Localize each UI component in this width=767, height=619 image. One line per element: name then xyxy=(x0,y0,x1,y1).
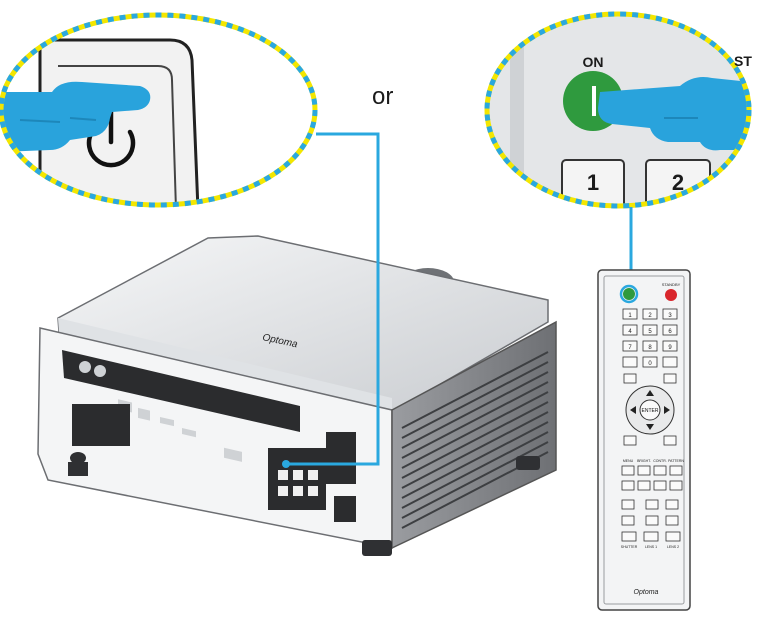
remote-dpad: ENTER xyxy=(623,373,677,446)
zoom-key-1-label: 1 xyxy=(587,170,599,195)
svg-text:LENS 2: LENS 2 xyxy=(667,545,679,549)
remote-numeric-keys: 1 2 3 4 5 6 7 8 9 0 xyxy=(622,308,678,368)
projector-keypad xyxy=(268,448,326,510)
svg-text:3: 3 xyxy=(668,313,672,319)
remote-on-button xyxy=(623,288,635,300)
svg-text:6: 6 xyxy=(668,329,672,335)
svg-text:MENU: MENU xyxy=(623,459,634,463)
pressing-hand-icon xyxy=(1,81,151,152)
zoom-callout-projector-power xyxy=(0,12,318,208)
remote-small-labels: MENU BRIGHT. CONTR. PATTERN SHUTTER LENS… xyxy=(621,459,685,549)
svg-text:4: 4 xyxy=(628,329,632,335)
projector-illustration: Optoma xyxy=(37,235,557,556)
zoom-on-label: ON xyxy=(583,54,604,70)
zoom-standby-label-partial: ST xyxy=(734,53,752,69)
svg-text:LENS 1: LENS 1 xyxy=(645,545,657,549)
zoom-callout-remote-on xyxy=(484,11,752,209)
side-vents xyxy=(401,351,549,529)
back-vents xyxy=(72,404,356,484)
svg-text:SHUTTER: SHUTTER xyxy=(621,545,638,549)
pressing-hand-icon xyxy=(598,77,749,151)
svg-text:CONTR.: CONTR. xyxy=(653,459,666,463)
projector-feet xyxy=(68,452,540,556)
remote-control: STANDBY 1 2 3 4 5 6 7 8 9 0 ENT xyxy=(597,269,691,611)
remote-logo: Optoma xyxy=(634,589,659,596)
or-label: or xyxy=(372,83,393,110)
svg-text:8: 8 xyxy=(648,345,652,351)
remote-standby-button xyxy=(665,289,677,301)
svg-text:BRIGHT.: BRIGHT. xyxy=(637,459,651,463)
svg-text:PATTERN: PATTERN xyxy=(668,459,684,463)
svg-text:5: 5 xyxy=(648,329,652,335)
io-ports xyxy=(118,399,242,462)
callout-line-left xyxy=(282,132,380,468)
remote-lower-keys xyxy=(621,465,683,542)
power-icon xyxy=(86,109,136,168)
svg-text:2: 2 xyxy=(648,313,652,319)
svg-text:1: 1 xyxy=(628,313,632,319)
remote-standby-label: STANDBY xyxy=(662,282,681,287)
svg-text:7: 7 xyxy=(628,345,632,351)
enter-key-label: ENTER xyxy=(642,408,659,414)
svg-text:9: 9 xyxy=(668,345,672,351)
zoom-key-2-label: 2 xyxy=(672,170,684,195)
svg-text:0: 0 xyxy=(648,361,652,367)
